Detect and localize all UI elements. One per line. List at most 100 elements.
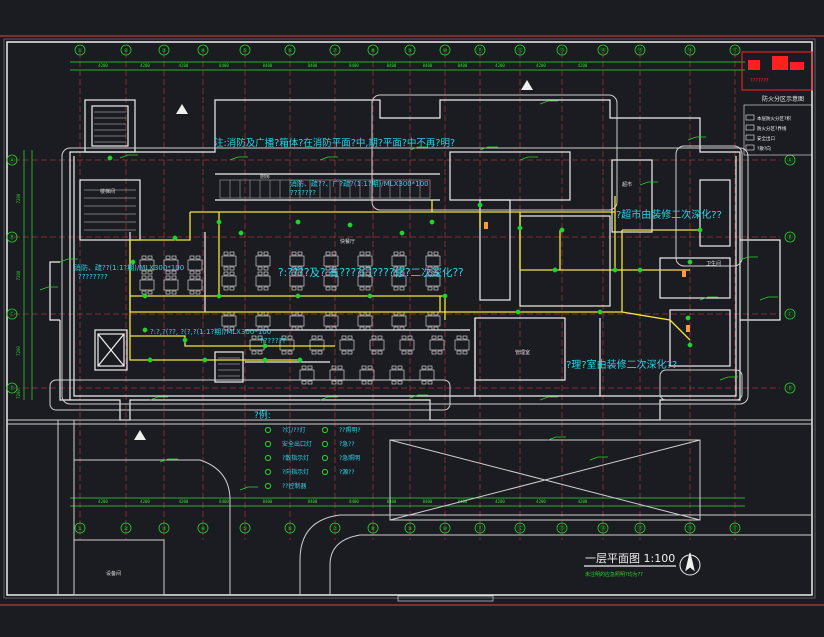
axis-label: ⑧ xyxy=(371,47,376,54)
axis-label: Ⓐ xyxy=(787,156,793,164)
axis-label: ⑮ xyxy=(637,46,643,54)
emergency-light-fixture xyxy=(142,327,148,333)
axis-label: ⑪ xyxy=(477,46,483,54)
axis-label: Ⓑ xyxy=(9,233,15,241)
axis-bubble-top: ⑩ xyxy=(439,44,451,56)
circuit-tag xyxy=(687,136,706,141)
note-corridor-sub: ??????? xyxy=(290,189,316,197)
axis-bubble-top: ⑨ xyxy=(404,522,416,534)
dimension-lines xyxy=(23,61,745,507)
dimension-value: 4200 xyxy=(536,63,546,68)
emergency-fixtures xyxy=(107,155,703,363)
table-set xyxy=(425,251,441,271)
axis-label: ⑭ xyxy=(600,524,606,532)
dining-tables xyxy=(139,251,470,385)
legend-swatch xyxy=(264,440,272,448)
emergency-light-fixture xyxy=(202,357,208,363)
circuit-tag xyxy=(239,486,258,491)
axis-bubble-top: ⑥ xyxy=(284,44,296,56)
axis-bubble-top: ① xyxy=(74,522,86,534)
emergency-light-fixture xyxy=(597,309,603,315)
axis-bubble-top: ⑭ xyxy=(597,44,609,56)
table-set xyxy=(419,365,435,385)
emergency-light-fixture xyxy=(697,227,703,233)
emergency-light-fixture xyxy=(429,219,435,225)
dimension-value: 8400 xyxy=(423,63,433,68)
dimension-value: 4200 xyxy=(536,499,546,504)
note-left-sub: ???????? xyxy=(78,273,108,281)
axis-bubble-top: ② xyxy=(120,44,132,56)
dimension-value: 4200 xyxy=(495,63,505,68)
emergency-light-fixture xyxy=(295,293,301,299)
key-plan xyxy=(741,51,813,156)
key-plan-line-3: 安全出口 xyxy=(757,135,775,142)
axis-label: ② xyxy=(124,47,129,54)
circuit-tag xyxy=(547,436,566,441)
entrance-arrow-north xyxy=(134,80,533,440)
axis-bubble-top: ③ xyxy=(158,522,170,534)
axis-bubble-left: Ⓒ xyxy=(6,308,18,320)
legend-swatch xyxy=(321,426,329,434)
table-set xyxy=(399,335,415,355)
axis-label: ⑩ xyxy=(443,47,448,54)
room-label-toilet: 卫生间 xyxy=(706,260,721,267)
note-fire-broadcast: 注:消防及广播?箱体?在消防平面?中,期?平面?中不再?明? xyxy=(214,137,455,149)
legend-item-label: ?灯/??灯 xyxy=(282,426,306,434)
emergency-light-fixture xyxy=(295,219,301,225)
axis-label: ⑫ xyxy=(517,524,523,532)
axis-label: Ⓓ xyxy=(9,384,15,392)
table-set xyxy=(255,251,271,271)
circuit-tag xyxy=(229,156,248,161)
axis-label: ⑬ xyxy=(559,524,565,532)
annotations: 注:消防及广播?箱体?在消防平面?中,期?平面?中不再?明? 消防、疏??、广?… xyxy=(74,137,722,421)
axis-label: ③ xyxy=(162,525,167,532)
emergency-light-fixture xyxy=(147,357,153,363)
circuit-tag xyxy=(39,286,58,291)
table-set xyxy=(357,311,373,331)
axis-bubble-top: ④ xyxy=(197,522,209,534)
circuit-tag xyxy=(409,394,428,399)
circuit-tag xyxy=(739,256,758,261)
axis-label: ⑦ xyxy=(333,47,338,54)
kitchen-equipment xyxy=(219,179,431,199)
key-plan-line-2: 防火分区?界线 xyxy=(757,125,787,132)
axis-bubble-top: ⑮ xyxy=(634,522,646,534)
axis-label: ⑥ xyxy=(288,525,293,532)
dimension-value: 4200 xyxy=(98,63,108,68)
axis-bubble-top: ⑤ xyxy=(239,44,251,56)
axis-label: ⑯ xyxy=(687,524,693,532)
axis-bubble-top: ⑥ xyxy=(284,522,296,534)
axis-label: ⑰ xyxy=(732,524,738,532)
note-management-room: ?理?室由装修二次深化?? xyxy=(566,358,677,371)
emergency-light-fixture xyxy=(347,222,353,228)
emergency-light-fixture xyxy=(559,227,565,233)
title-block: 一层平面图 1:100 未注明的应急照明?均为?? ??????? 防火分区示意… xyxy=(584,78,804,578)
table-set xyxy=(425,271,441,291)
axis-bubble-top: ⑫ xyxy=(514,522,526,534)
circuit-tag xyxy=(639,181,658,186)
axis-label: ⑧ xyxy=(371,525,376,532)
table-set xyxy=(323,271,339,291)
axis-label: ① xyxy=(78,47,83,54)
note-lower-sub: ??????? xyxy=(260,337,286,345)
emergency-light-fixture xyxy=(142,293,148,299)
axis-bubble-top: ① xyxy=(74,44,86,56)
axis-bubble-top: ⑦ xyxy=(329,522,341,534)
emergency-light-fixture xyxy=(612,267,618,273)
table-set xyxy=(221,271,237,291)
drawing-title: 一层平面图 1:100 xyxy=(585,552,675,565)
emergency-light-fixture xyxy=(687,259,693,265)
legend-swatch xyxy=(264,468,272,476)
emergency-light-fixture xyxy=(172,235,178,241)
axis-label: ③ xyxy=(162,47,167,54)
table-set xyxy=(391,271,407,291)
table-set xyxy=(391,251,407,271)
dimension-value: 8400 xyxy=(308,63,318,68)
legend-symbols xyxy=(264,426,329,490)
axis-label: Ⓓ xyxy=(787,384,793,392)
emergency-light-fixture xyxy=(107,155,113,161)
table-set xyxy=(221,251,237,271)
circuit-tag xyxy=(319,156,338,161)
table-set xyxy=(309,335,325,355)
table-set xyxy=(359,365,375,385)
